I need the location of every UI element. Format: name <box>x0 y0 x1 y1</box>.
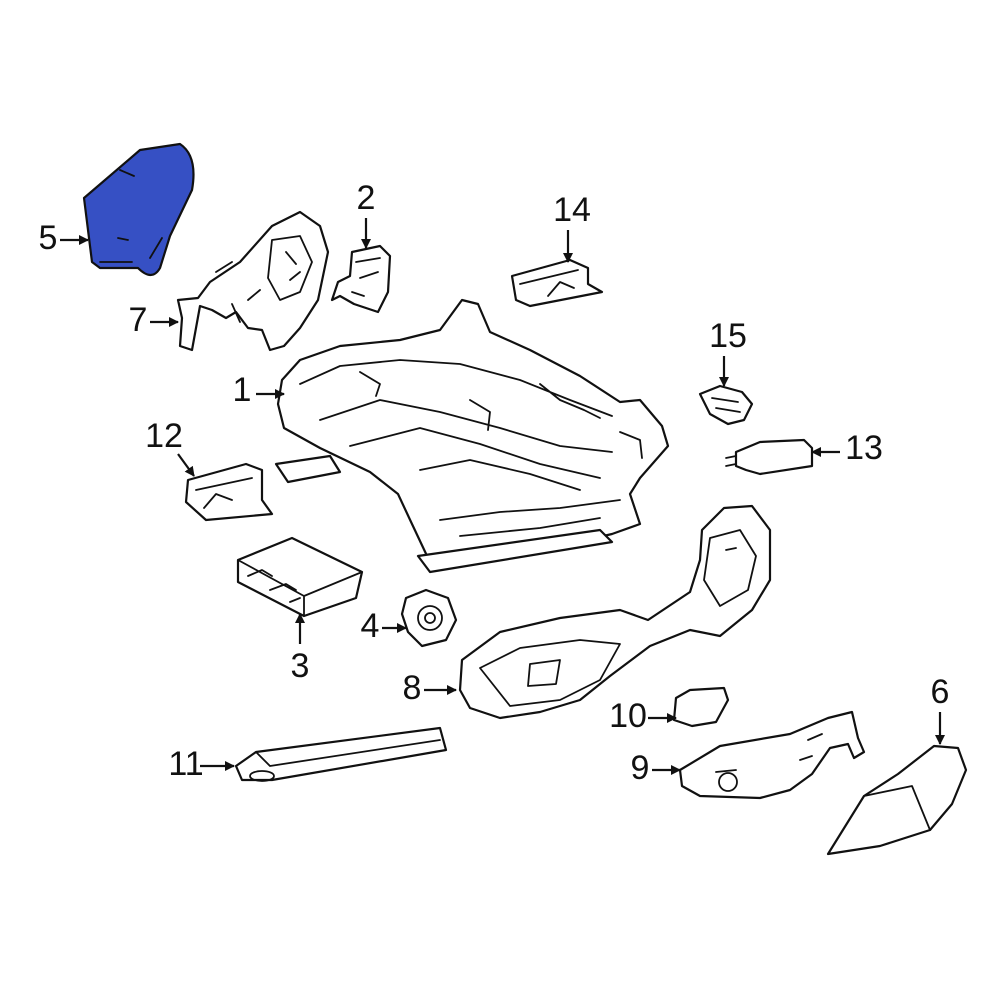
part-3-control-module[interactable] <box>236 536 364 618</box>
callout-7: 7 <box>129 301 148 339</box>
callout-6: 6 <box>931 673 950 711</box>
part-6-back-cover[interactable] <box>826 744 968 856</box>
part-4-motor[interactable] <box>400 588 458 648</box>
callout-13: 13 <box>845 429 883 467</box>
part-10-trim[interactable] <box>672 686 730 728</box>
callout-12: 12 <box>145 417 183 455</box>
leader-12 <box>177 453 195 477</box>
part-8-side-shield[interactable] <box>458 504 772 720</box>
part-1-seat-frame[interactable] <box>274 298 670 574</box>
callout-1: 1 <box>233 371 252 409</box>
leader-lines <box>60 218 945 775</box>
callout-3: 3 <box>291 647 310 685</box>
callout-9: 9 <box>631 749 650 787</box>
part-11-trim-strip[interactable] <box>234 726 448 782</box>
callout-15: 15 <box>709 317 747 355</box>
callout-4: 4 <box>361 607 380 645</box>
part-5-cover[interactable] <box>82 142 195 277</box>
callout-11: 11 <box>168 745 203 783</box>
callout-2: 2 <box>357 179 376 217</box>
callout-5: 5 <box>39 219 58 257</box>
part-14-rail-cover[interactable] <box>510 258 604 308</box>
callout-labels: 5 7 2 14 1 15 13 12 3 4 8 10 11 9 6 <box>39 179 950 787</box>
part-9-switch-panel[interactable] <box>678 710 866 800</box>
part-15-connector[interactable] <box>698 384 754 426</box>
callout-10: 10 <box>609 697 647 735</box>
callout-8: 8 <box>403 669 422 707</box>
part-7-side-trim[interactable] <box>176 210 330 352</box>
callout-14: 14 <box>553 191 591 229</box>
part-12-guide[interactable] <box>184 462 274 522</box>
part-2-bracket[interactable] <box>330 244 392 314</box>
part-13-actuator[interactable] <box>725 438 814 476</box>
